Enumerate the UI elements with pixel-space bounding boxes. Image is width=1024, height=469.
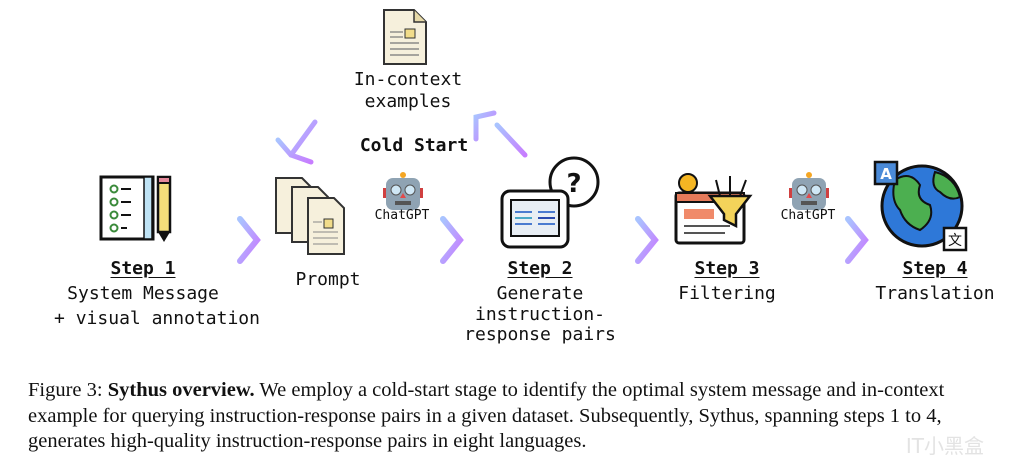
diagram-graphics: ? A 文 bbox=[99, 9, 968, 264]
chatgpt-label-1: ChatGPT bbox=[374, 208, 430, 223]
step4-line1: Translation bbox=[875, 283, 995, 304]
step1-line1: System Message bbox=[67, 283, 219, 304]
stacked-documents-icon bbox=[275, 177, 345, 255]
arrow-prompt-to-step2 bbox=[371, 216, 464, 264]
chatgpt-label-2: ChatGPT bbox=[780, 208, 836, 223]
caption-title: Sythus overview. bbox=[107, 379, 255, 401]
robot-icon bbox=[789, 172, 829, 210]
step2-line3: response pairs bbox=[464, 324, 616, 345]
step1-title: Step 1 bbox=[110, 258, 176, 279]
step2-line2: instruction- bbox=[474, 304, 606, 325]
checklist-pencil-icon bbox=[99, 175, 172, 242]
prompt-label: Prompt bbox=[295, 269, 361, 290]
in-context-label-line2: examples bbox=[364, 91, 452, 112]
svg-text:A: A bbox=[880, 165, 892, 183]
document-icon bbox=[383, 9, 427, 65]
step2-title: Step 2 bbox=[507, 258, 573, 279]
svg-text:?: ? bbox=[566, 169, 581, 199]
arrow-step1-to-prompt bbox=[190, 216, 261, 264]
globe-translate-icon: A 文 bbox=[873, 160, 968, 252]
step1-line2: + visual annotation bbox=[54, 308, 260, 329]
browser-filter-funnel-icon bbox=[674, 173, 753, 245]
arrow-step3-to-step4 bbox=[784, 216, 869, 264]
caption-body: We employ a cold-start stage to identify… bbox=[28, 379, 945, 452]
cold-start-label: Cold Start bbox=[359, 135, 469, 156]
svg-text:文: 文 bbox=[948, 233, 962, 249]
robot-icon bbox=[383, 172, 423, 210]
cold-start-arrow-to-prompt bbox=[275, 119, 318, 165]
arrow-step2-to-step3 bbox=[589, 216, 659, 264]
caption-prefix: Figure 3: bbox=[28, 379, 108, 401]
cold-start-arrow-to-examples bbox=[473, 110, 528, 158]
figure-caption: Figure 3: Sythus overview. We employ a c… bbox=[28, 378, 1008, 455]
step3-title: Step 3 bbox=[694, 258, 760, 279]
screen-question-bubble-icon: ? bbox=[500, 156, 600, 249]
in-context-label-line1: In-context bbox=[353, 69, 463, 90]
step4-title: Step 4 bbox=[902, 258, 968, 279]
step2-line1: Generate bbox=[496, 283, 584, 304]
watermark: IT小黑盒 bbox=[905, 434, 984, 458]
step3-line1: Filtering bbox=[678, 283, 776, 304]
